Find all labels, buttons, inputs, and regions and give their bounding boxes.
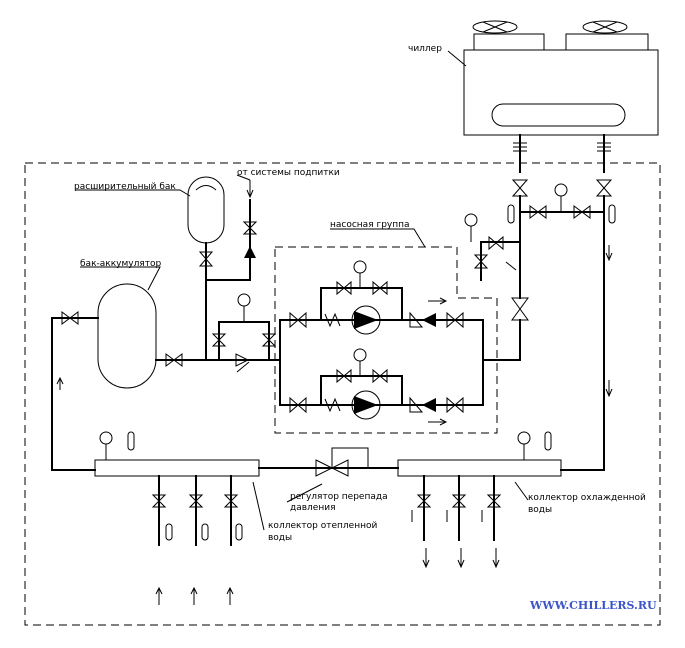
hot-collector-label-line2: воды [268,533,292,543]
expansion-tank-label: расширительный бак [74,182,176,192]
pump-group-outline [274,246,498,434]
regulator-label-line1: регулятор перепада [290,492,388,502]
regulator-label-line2: давления [290,503,335,513]
makeup-line [205,180,258,281]
cold-collector [397,380,613,569]
accumulator-label: бак-аккумулятор [80,259,161,269]
watermark: WWW.CHILLERS.RU [529,599,657,612]
chiller-connections [507,134,616,471]
accumulator-tank [97,283,157,389]
hot-side-pipes [51,293,281,471]
chiller-label: чиллер [408,44,442,54]
cold-collector-label-line2: воды [528,505,552,515]
expansion-tank [187,176,225,361]
pump-group-label: насосная группа [330,220,410,230]
chiller-bypass [464,213,529,361]
chiller [463,20,659,136]
hot-collector [51,431,260,605]
makeup-label: от системы подпитки [237,168,340,178]
differential-pressure-regulator [258,447,399,477]
cold-collector-label-line1: коллектор охлажденной [528,493,646,503]
system-boundary [24,162,661,626]
hot-collector-label-line1: коллектор отепленной [268,521,377,531]
leader-lines [75,50,529,531]
pump-group [279,260,484,426]
